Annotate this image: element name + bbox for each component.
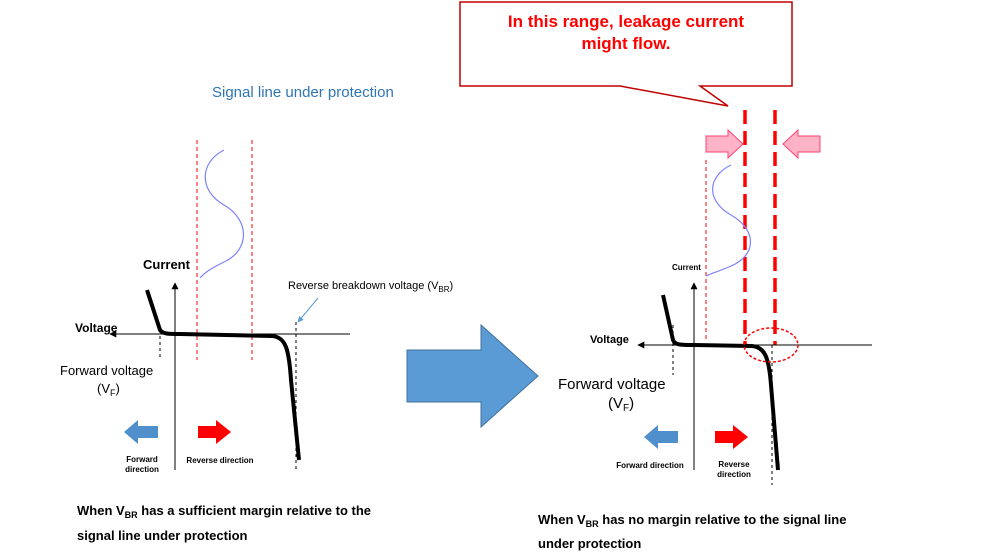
left-breakdown-pointer — [297, 297, 319, 323]
left-voltage-label: Voltage — [75, 321, 118, 335]
right-current-label: Current — [672, 263, 701, 272]
left-forward-voltage-line2: (VF) — [97, 381, 120, 398]
left-reverse-direction-arrow — [198, 420, 231, 444]
right-forward-voltage-line2: (VF) — [608, 395, 634, 414]
right-leakage-zone-ellipse — [743, 327, 799, 363]
left-forward-direction-arrow — [124, 420, 158, 444]
right-iv-curve — [661, 294, 780, 471]
right-forward-voltage-line1: Forward voltage — [558, 376, 666, 393]
callout-line-2: might flow. — [581, 34, 670, 53]
left-reverse-breakdown-label: Reverse breakdown voltage (VBR) — [288, 280, 453, 294]
left-diagram: Current Voltage Reverse breakdown voltag… — [60, 140, 453, 543]
left-forward-direction-line1: Forward — [126, 455, 158, 464]
right-pink-arrow-left — [705, 128, 744, 160]
right-forward-direction-label: Forward direction — [616, 461, 684, 470]
right-reverse-direction-line1: Reverse — [718, 460, 750, 469]
right-pink-arrow-right — [782, 128, 821, 160]
left-reverse-direction-label: Reverse direction — [186, 456, 253, 465]
right-caption-line2: under protection — [538, 536, 641, 551]
right-caption-line1: When VBR has no margin relative to the s… — [538, 512, 846, 529]
left-caption-line2: signal line under protection — [77, 528, 248, 543]
right-reverse-direction-arrow — [715, 425, 748, 449]
left-current-label: Current — [143, 257, 191, 272]
right-forward-direction-arrow — [644, 425, 678, 449]
right-voltage-label: Voltage — [590, 334, 629, 346]
callout-box — [459, 1, 793, 107]
right-reverse-direction-line2: direction — [717, 470, 751, 479]
right-diagram: Current Voltage Forward voltage (VF) For… — [538, 110, 872, 551]
signal-line-label: Signal line under protection — [212, 84, 394, 101]
left-signal-sine — [199, 149, 245, 279]
callout-line-1: In this range, leakage current — [508, 12, 745, 31]
leakage-callout: In this range, leakage current might flo… — [459, 1, 793, 107]
right-signal-sine — [705, 164, 752, 277]
transition-arrow — [406, 323, 539, 429]
left-forward-direction-line2: direction — [125, 465, 159, 474]
left-forward-voltage-line1: Forward voltage — [60, 363, 153, 378]
left-caption-line1: When VBR has a sufficient margin relativ… — [77, 503, 371, 520]
left-iv-curve — [145, 289, 301, 461]
